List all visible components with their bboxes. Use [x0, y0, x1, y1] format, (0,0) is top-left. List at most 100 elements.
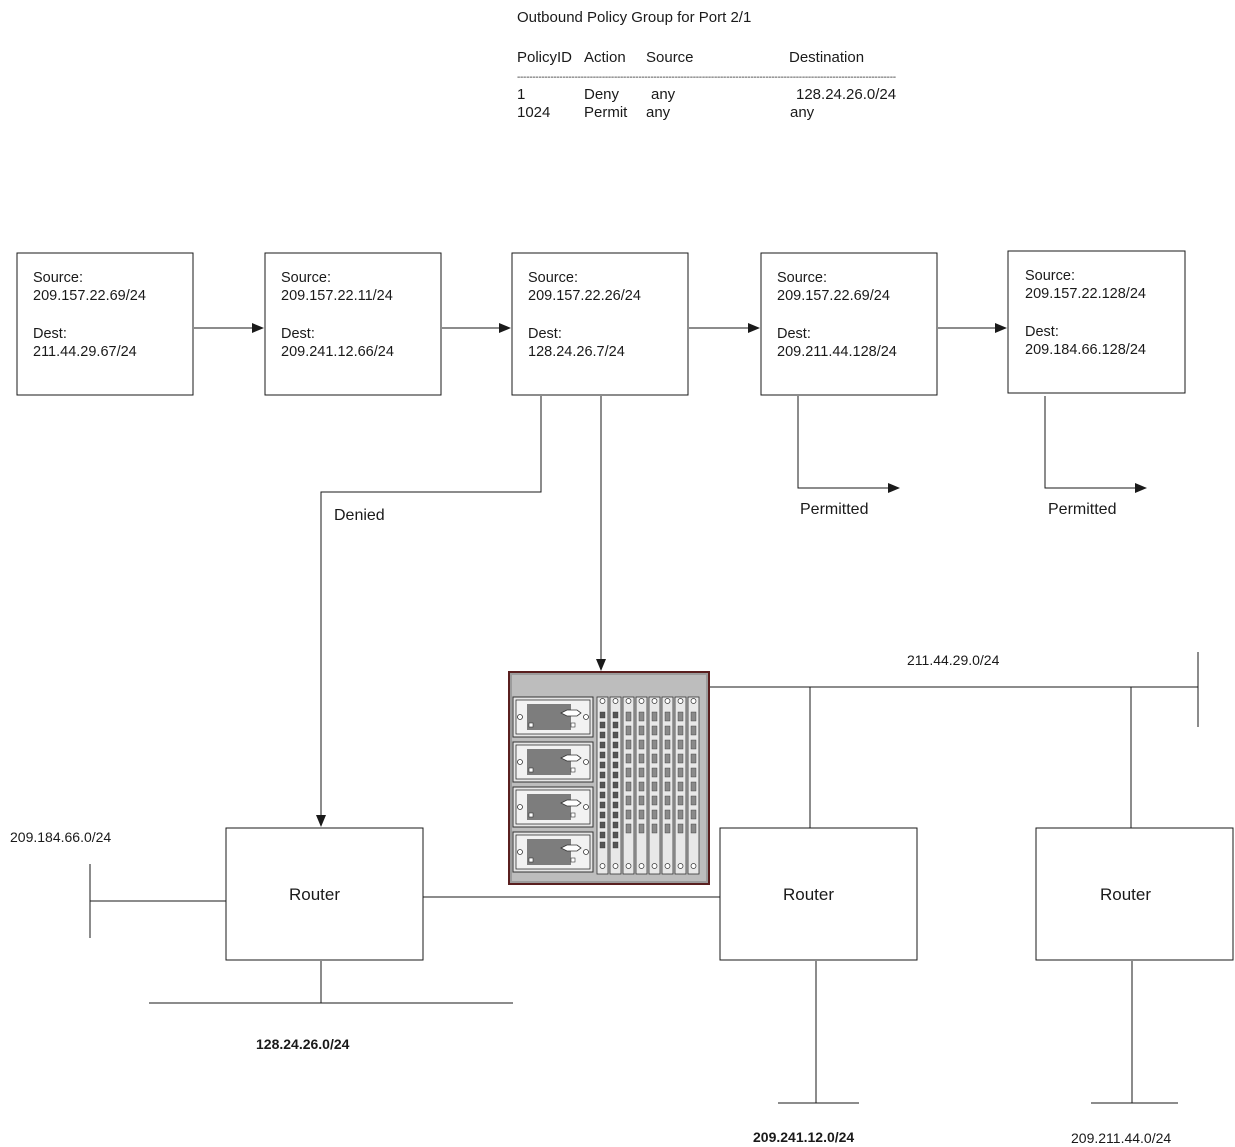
packet-box-5	[1007, 250, 1186, 394]
port-led	[664, 809, 671, 820]
router-box-3	[1035, 827, 1234, 961]
slot-screw	[625, 863, 632, 869]
packet-5-source: 209.157.22.128/24	[1025, 286, 1146, 302]
port-led	[599, 781, 606, 789]
policy-header-action: Action	[584, 49, 626, 66]
packet-2-source-label: Source:	[281, 270, 331, 286]
packet-2-source: 209.157.22.11/24	[281, 288, 393, 304]
port-led	[690, 781, 697, 792]
policy-header-id: PolicyID	[517, 49, 573, 66]
policy-header-source: Source	[646, 49, 694, 66]
slot-screw	[625, 698, 632, 704]
network-label-bottom-left: 128.24.26.0/24	[256, 1036, 350, 1052]
switch-chassis-icon	[508, 671, 710, 885]
packet-1-source-label: Source:	[33, 270, 83, 286]
policy-row-1-action: Deny	[584, 86, 620, 103]
port-led	[612, 731, 619, 739]
port-led	[664, 739, 671, 750]
packet-box-4	[760, 252, 938, 396]
slot-screw	[677, 863, 684, 869]
packet-box-2	[264, 252, 442, 396]
port-led	[677, 809, 684, 820]
packet-5-dest: 209.184.66.128/24	[1025, 342, 1146, 358]
permitted-label-2: Permitted	[1048, 501, 1117, 518]
router-label-2: Router	[783, 885, 835, 904]
slot-screw	[677, 698, 684, 704]
permitted-label-1: Permitted	[800, 501, 869, 518]
port-led	[638, 725, 645, 736]
port-led	[690, 823, 697, 834]
port-led	[599, 711, 606, 719]
port-led	[690, 795, 697, 806]
packet-2-dest-label: Dest:	[281, 326, 315, 342]
policy-row-2-action: Permit	[584, 104, 628, 121]
denied-label: Denied	[334, 507, 385, 524]
port-led	[625, 795, 632, 806]
port-led	[612, 711, 619, 719]
port-led	[625, 809, 632, 820]
policy-header-destination: Destination	[789, 49, 865, 66]
port-led	[599, 741, 606, 749]
network-label-bottom-mid: 209.241.12.0/24	[753, 1129, 855, 1145]
port-led	[664, 711, 671, 722]
network-label-left: 209.184.66.0/24	[10, 829, 112, 845]
port-led	[599, 791, 606, 799]
slot-screw	[690, 698, 697, 704]
packet-4-source: 209.157.22.69/24	[777, 288, 890, 304]
slot-screw	[599, 698, 606, 704]
permitted-path-2	[1044, 396, 1147, 493]
port-led	[664, 781, 671, 792]
port-led	[677, 739, 684, 750]
slot-screw	[612, 863, 619, 869]
port-led	[612, 801, 619, 809]
port-led	[664, 725, 671, 736]
port-led	[599, 801, 606, 809]
port-led	[677, 795, 684, 806]
port-led	[612, 811, 619, 819]
port-led	[612, 721, 619, 729]
slot-screw	[638, 698, 645, 704]
port-led	[625, 711, 632, 722]
packet-3-dest-label: Dest:	[528, 326, 562, 342]
policy-row-1-id: 1	[517, 86, 526, 103]
packet-4-dest: 209.211.44.128/24	[777, 344, 897, 360]
port-led	[638, 781, 645, 792]
port-led	[677, 823, 684, 834]
packet-3-source-label: Source:	[528, 270, 578, 286]
port-led	[625, 781, 632, 792]
packet-4-source-label: Source:	[777, 270, 827, 286]
port-led	[651, 711, 658, 722]
port-led	[651, 781, 658, 792]
packet-3-dest: 128.24.26.7/24	[528, 344, 625, 360]
network-label-top-right: 211.44.29.0/24	[907, 652, 1000, 668]
packet-1-dest: 211.44.29.67/24	[33, 344, 137, 360]
port-led	[638, 711, 645, 722]
packet-5-dest-label: Dest:	[1025, 324, 1059, 340]
slot-screw	[612, 698, 619, 704]
port-led	[625, 725, 632, 736]
router-box-1	[225, 827, 424, 961]
port-led	[690, 739, 697, 750]
packet-box-3	[511, 252, 689, 396]
port-led	[690, 711, 697, 722]
port-led	[612, 841, 619, 849]
port-led	[612, 761, 619, 769]
network-label-bottom-right: 209.211.44.0/24	[1071, 1130, 1172, 1146]
port-led	[638, 753, 645, 764]
packet-box-1	[16, 252, 194, 396]
policy-row-2-id: 1024	[517, 104, 551, 121]
packet-2-dest: 209.241.12.66/24	[281, 344, 394, 360]
port-led	[612, 791, 619, 799]
packet-1-source: 209.157.22.69/24	[33, 288, 146, 304]
port-led	[599, 811, 606, 819]
slot-screw	[638, 863, 645, 869]
port-led	[651, 767, 658, 778]
port-led	[664, 753, 671, 764]
port-led	[638, 823, 645, 834]
port-led	[651, 739, 658, 750]
port-led	[677, 753, 684, 764]
port-led	[612, 781, 619, 789]
port-led	[625, 767, 632, 778]
port-led	[690, 809, 697, 820]
line-card-slots	[596, 696, 700, 875]
